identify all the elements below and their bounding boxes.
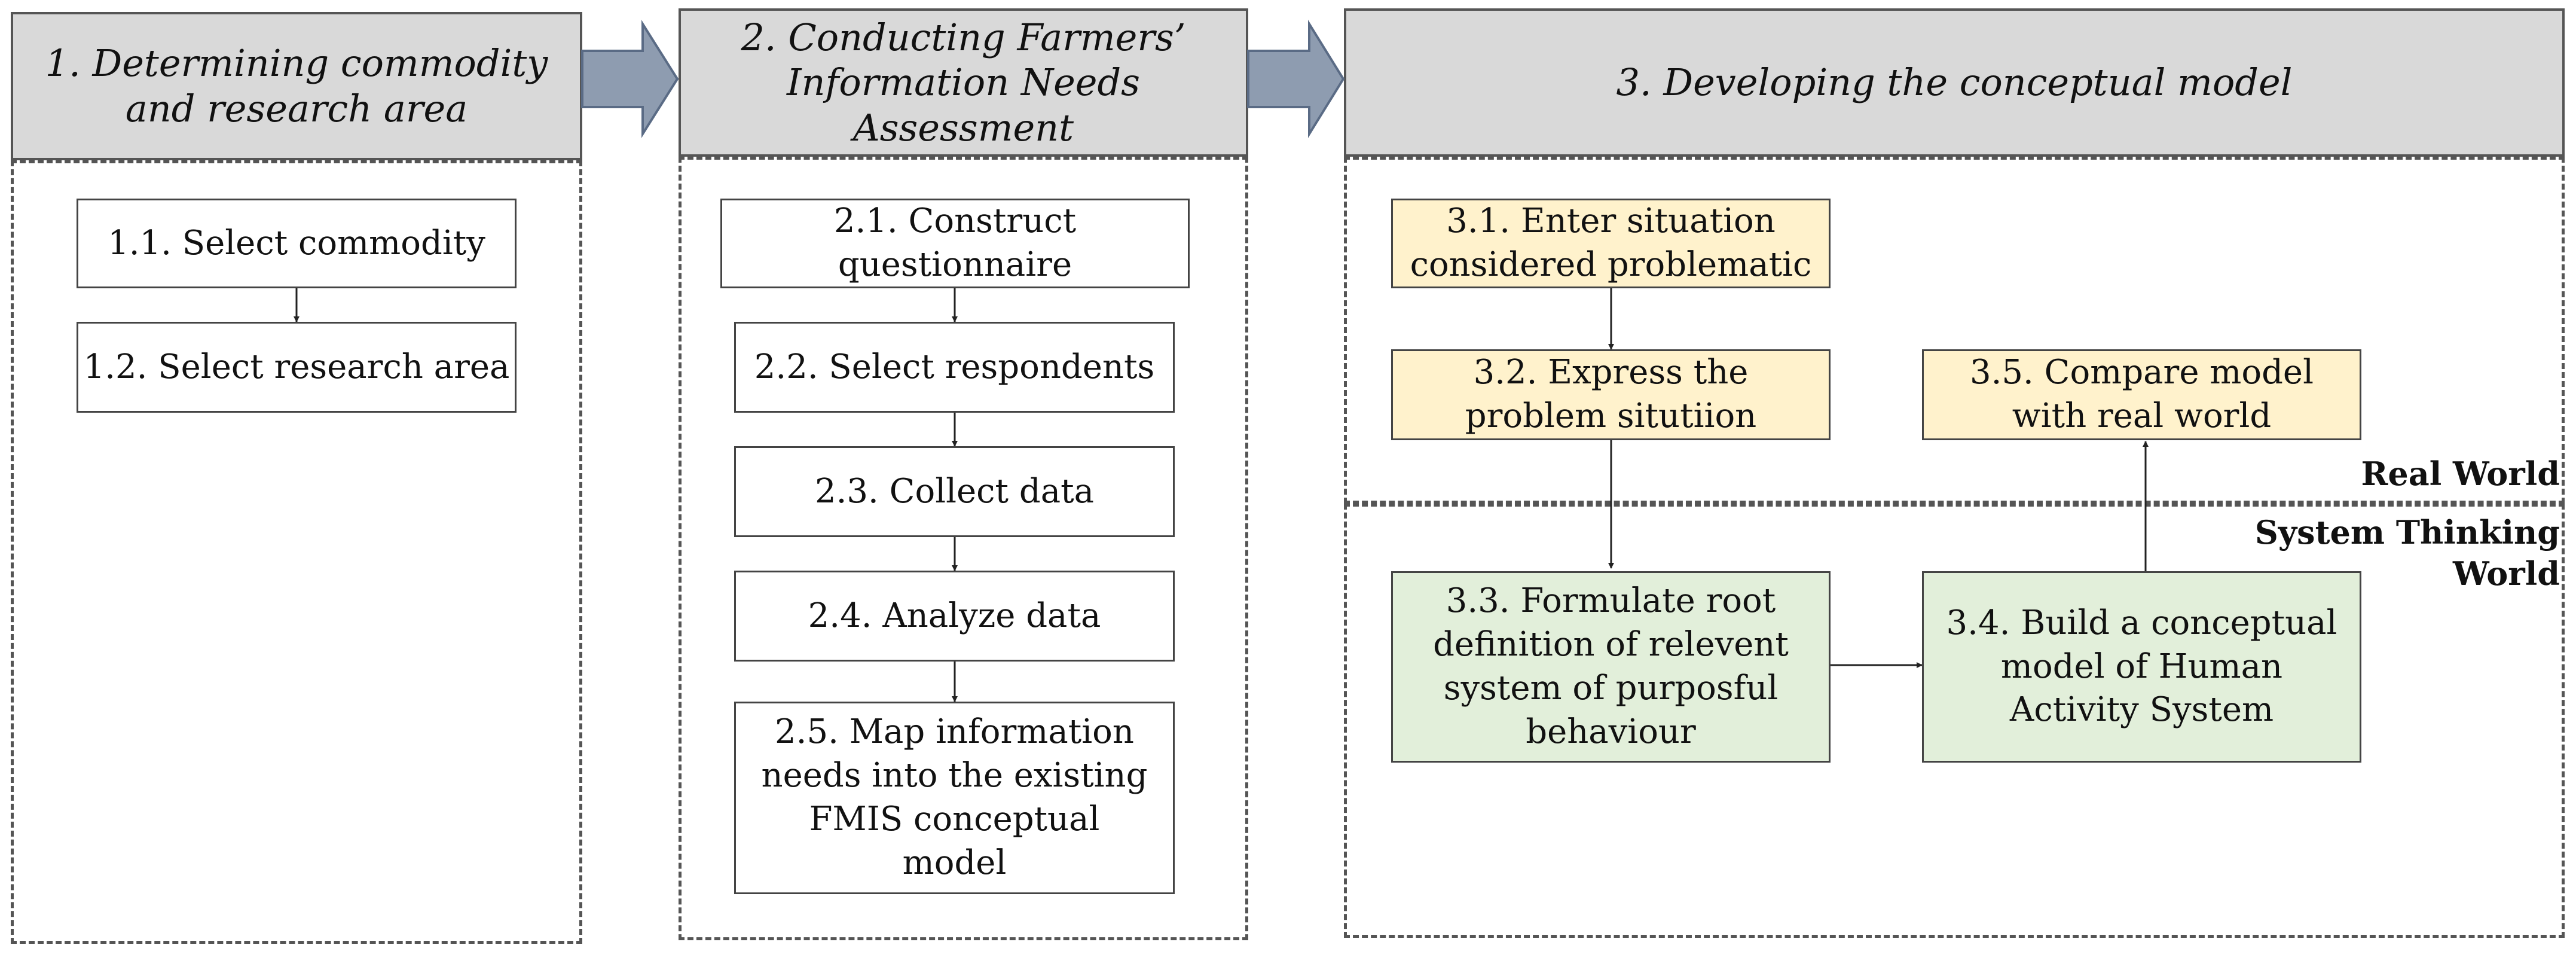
step-3-3: 3.3. Formulate root definition of releve… — [1391, 571, 1831, 763]
step-2-3: 2.3. Collect data — [734, 446, 1175, 537]
phase-3-title: 3. Developing the conceptual model — [1616, 60, 2293, 105]
phase-3-header: 3. Developing the conceptual model — [1344, 8, 2565, 157]
step-3-1: 3.1. Enter situation considered problema… — [1391, 199, 1831, 288]
system-world-container — [1344, 504, 2565, 938]
phase-1-container — [11, 160, 582, 944]
step-2-4: 2.4. Analyze data — [734, 571, 1175, 662]
phase-arrow-1-to-2 — [581, 20, 679, 138]
step-1-1: 1.1. Select commodity — [77, 199, 517, 288]
step-1-2: 1.2. Select research area — [77, 322, 517, 413]
step-3-2: 3.2. Express the problem situtiion — [1391, 349, 1831, 440]
real-world-label: Real World — [2361, 455, 2560, 493]
phase-1-header: 1. Determining commodity and research ar… — [11, 12, 582, 160]
system-thinking-world-label: System Thinking World — [2254, 513, 2560, 593]
step-3-5: 3.5. Compare model with real world — [1922, 349, 2361, 440]
step-2-5: 2.5. Map information needs into the exis… — [734, 702, 1175, 894]
step-2-1: 2.1. Construct questionnaire — [720, 199, 1190, 288]
phase-2-header: 2. Conducting Farmers’ Information Needs… — [679, 8, 1248, 157]
phase-arrow-2-to-3 — [1247, 19, 1345, 139]
step-2-2: 2.2. Select respondents — [734, 322, 1175, 413]
phase-1-title: 1. Determining commodity and research ar… — [45, 41, 548, 130]
step-3-4: 3.4. Build a conceptual model of Human A… — [1922, 571, 2361, 763]
real-world-container — [1344, 157, 2565, 504]
phase-2-title: 2. Conducting Farmers’ Information Needs… — [741, 15, 1186, 150]
phase-2-container — [679, 157, 1248, 940]
